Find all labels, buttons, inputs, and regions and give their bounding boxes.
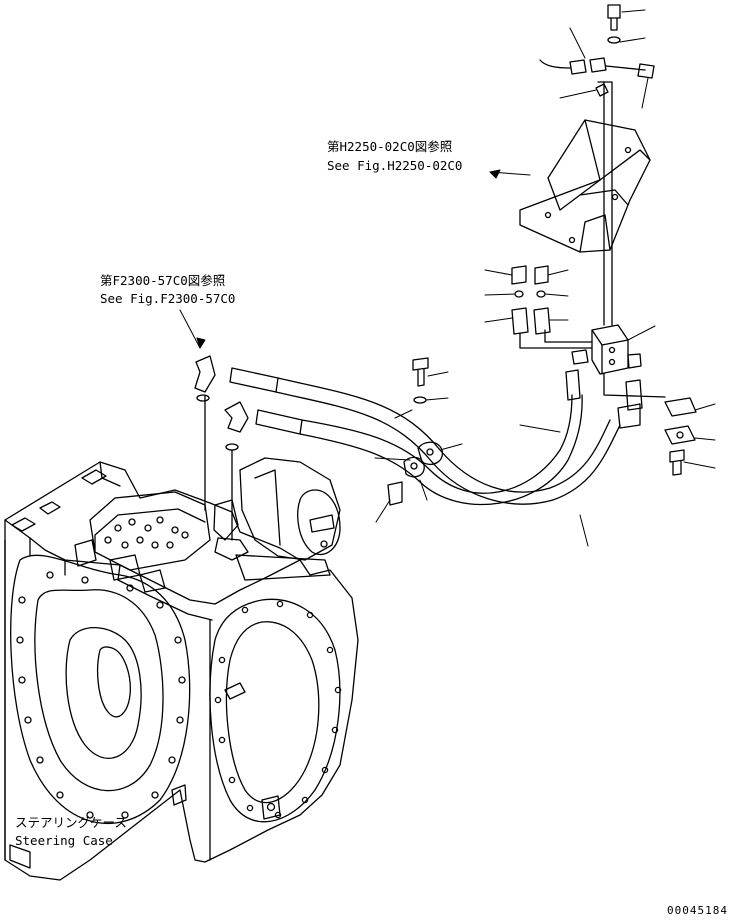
hose-lower bbox=[256, 395, 582, 504]
hose-clamps bbox=[404, 442, 442, 477]
leader-lines bbox=[180, 10, 715, 546]
case-label-en: Steering Case bbox=[15, 833, 113, 848]
tube-connectors bbox=[540, 58, 654, 96]
top-bolt bbox=[608, 5, 620, 30]
hose-port-fitting bbox=[215, 538, 248, 560]
right-hardware bbox=[665, 398, 696, 475]
distribution-block bbox=[520, 325, 665, 397]
hose-end-fittings bbox=[566, 370, 642, 428]
spacer bbox=[388, 482, 402, 505]
clamp-bolt bbox=[413, 358, 428, 386]
steering-motor bbox=[240, 458, 340, 560]
bolt-holes-right bbox=[215, 601, 340, 817]
valve-reference-en: See Fig.F2300-57C0 bbox=[100, 291, 236, 306]
control-valve-block bbox=[75, 492, 210, 592]
valve-reference-jp: 第F2300-57C0図参照 bbox=[100, 273, 226, 288]
case-label-jp: ステアリングケース bbox=[15, 815, 127, 830]
bolt-holes-left bbox=[17, 572, 185, 818]
pilot-tube bbox=[598, 82, 612, 325]
washer bbox=[414, 397, 426, 403]
support-bracket bbox=[520, 120, 650, 252]
adapter-fittings bbox=[512, 266, 550, 334]
bracket-reference-jp: 第H2250-02C0図参照 bbox=[327, 139, 453, 154]
top-washer bbox=[608, 37, 620, 43]
steering-case bbox=[5, 462, 358, 880]
elbow-fitting-upper bbox=[195, 356, 215, 510]
bracket-reference-en: See Fig.H2250-02C0 bbox=[327, 158, 463, 173]
elbow-fitting-lower bbox=[225, 402, 248, 540]
hose-upper bbox=[230, 368, 620, 504]
drawing-number: 00045184 bbox=[667, 904, 728, 917]
